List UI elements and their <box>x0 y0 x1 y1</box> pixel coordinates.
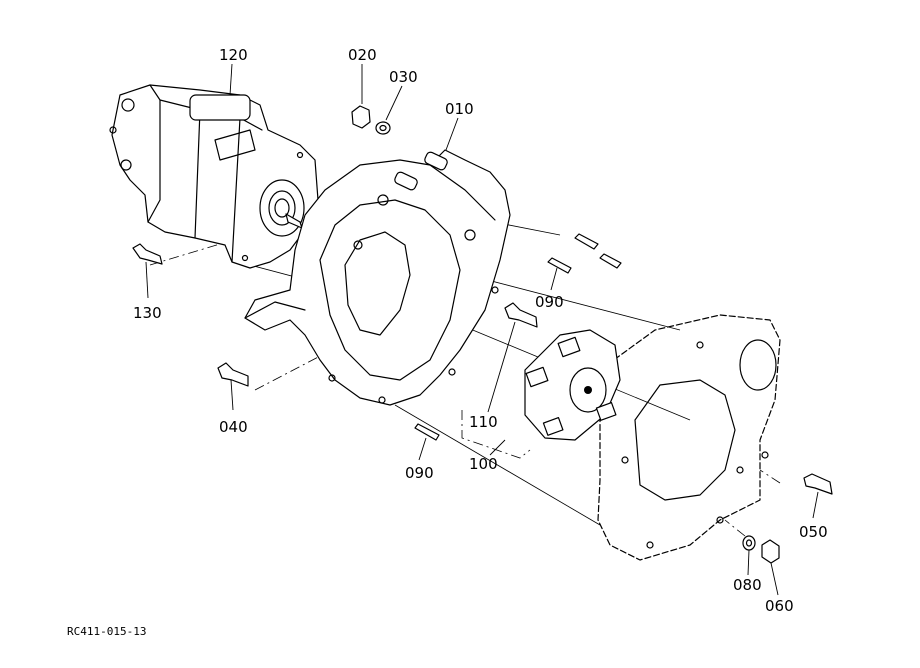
label-120: 120 <box>219 46 248 64</box>
hardware <box>132 105 833 564</box>
label-130: 130 <box>133 304 162 322</box>
hydraulic-pump <box>109 84 319 269</box>
bell-housing <box>244 149 511 406</box>
label-080: 080 <box>733 576 762 594</box>
label-020: 020 <box>348 46 377 64</box>
flywheel-housing-plate <box>597 314 781 561</box>
label-030: 030 <box>389 68 418 86</box>
label-010: 010 <box>445 100 474 118</box>
label-100: 100 <box>469 455 498 473</box>
label-040: 040 <box>219 418 248 436</box>
part-labels: 120 020 030 010 130 090 040 110 100 090 … <box>67 46 828 638</box>
label-110: 110 <box>469 413 498 431</box>
leader-lines <box>145 63 819 596</box>
label-090-upper: 090 <box>535 293 564 311</box>
label-050: 050 <box>799 523 828 541</box>
label-090-lower: 090 <box>405 464 434 482</box>
label-060: 060 <box>765 597 794 615</box>
coupling <box>461 329 621 459</box>
diagram-code: RC411-015-13 <box>67 625 146 638</box>
